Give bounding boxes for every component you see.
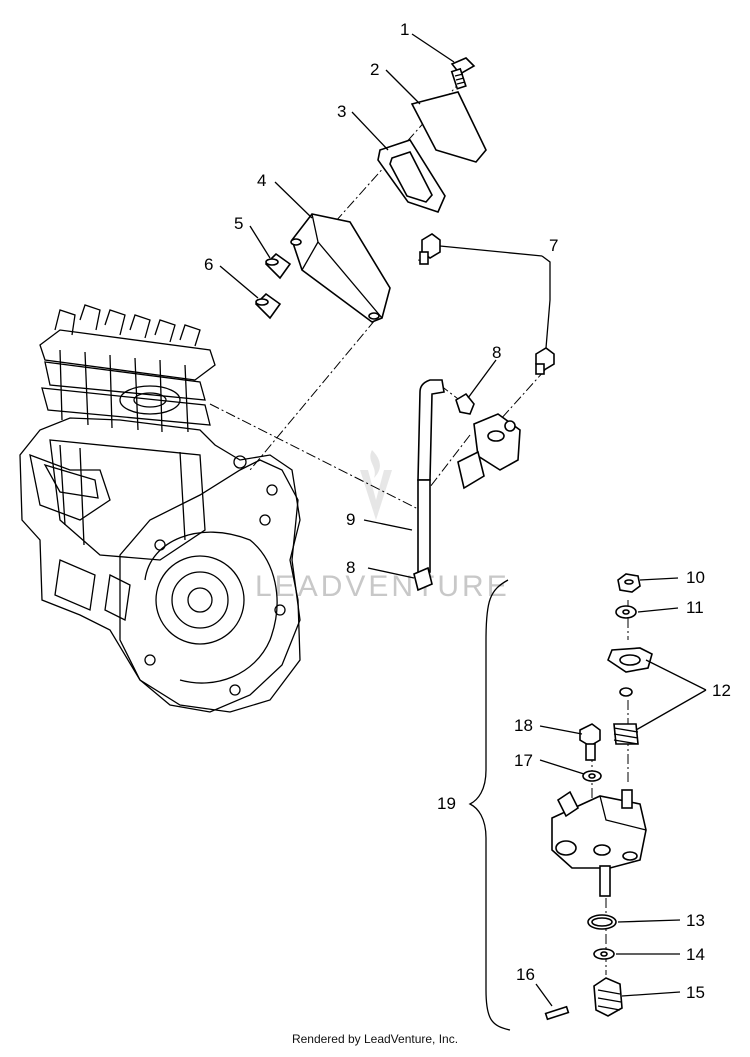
bracket-19 <box>468 579 511 1031</box>
part-8-hose-clamp-upper[interactable] <box>455 392 475 415</box>
callout-14[interactable]: 14 <box>686 945 705 964</box>
leader-lines <box>219 33 707 1007</box>
part-16-pin[interactable] <box>544 1005 570 1021</box>
part-4-housing-cover[interactable] <box>290 213 391 323</box>
callout-17[interactable]: 17 <box>514 751 533 770</box>
callout-15[interactable]: 15 <box>686 983 705 1002</box>
watermark-logo <box>360 450 392 520</box>
callout-13[interactable]: 13 <box>686 911 705 930</box>
part-6-grommet[interactable] <box>254 292 282 320</box>
callout-3[interactable]: 3 <box>337 102 346 121</box>
part-7-screw-lower[interactable] <box>535 347 555 375</box>
callout-2[interactable]: 2 <box>370 60 379 79</box>
engine-block-illustration <box>19 304 301 713</box>
callout-12[interactable]: 12 <box>712 681 731 700</box>
callout-18[interactable]: 18 <box>514 716 533 735</box>
part-10-nut[interactable] <box>617 573 641 593</box>
part-15-drive-gear[interactable] <box>593 977 623 1017</box>
part-8-hose-clamp-lower[interactable] <box>413 566 433 592</box>
part-5-grommet[interactable] <box>264 252 292 280</box>
callout-10[interactable]: 10 <box>686 568 705 587</box>
part-11-washer[interactable] <box>615 605 637 619</box>
callout-9[interactable]: 9 <box>346 510 355 529</box>
part-2-cover-plate[interactable] <box>410 91 487 163</box>
callout-16[interactable]: 16 <box>516 965 535 984</box>
part-1-bolt[interactable] <box>450 57 476 90</box>
part-18-bolt[interactable] <box>579 723 601 761</box>
part-3-gasket[interactable] <box>377 139 446 213</box>
callout-8-upper[interactable]: 8 <box>492 343 501 362</box>
callout-7[interactable]: 7 <box>549 236 558 255</box>
callout-11[interactable]: 11 <box>686 598 704 617</box>
callout-labels: 1 2 3 4 5 6 7 8 8 9 10 11 12 13 14 15 16… <box>204 20 731 1002</box>
callout-19[interactable]: 19 <box>437 794 456 813</box>
part-17-washer[interactable] <box>582 770 602 782</box>
oil-pump-body[interactable] <box>551 789 647 897</box>
part-9-oil-line[interactable] <box>417 479 431 573</box>
part-12-lever-kit[interactable] <box>607 647 653 745</box>
callout-1[interactable]: 1 <box>400 20 409 39</box>
footer-credit: Rendered by LeadVenture, Inc. <box>291 1032 459 1046</box>
callout-6[interactable]: 6 <box>204 255 213 274</box>
part-13-o-ring[interactable] <box>587 914 617 930</box>
part-7-screw-upper[interactable] <box>419 233 441 265</box>
part-14-washer[interactable] <box>593 948 615 960</box>
oil-pump-assembly-upper[interactable] <box>457 413 521 490</box>
oil-line-elbow[interactable] <box>417 379 445 481</box>
callout-8-lower[interactable]: 8 <box>346 558 355 577</box>
callout-4[interactable]: 4 <box>257 171 266 190</box>
callout-5[interactable]: 5 <box>234 214 243 233</box>
